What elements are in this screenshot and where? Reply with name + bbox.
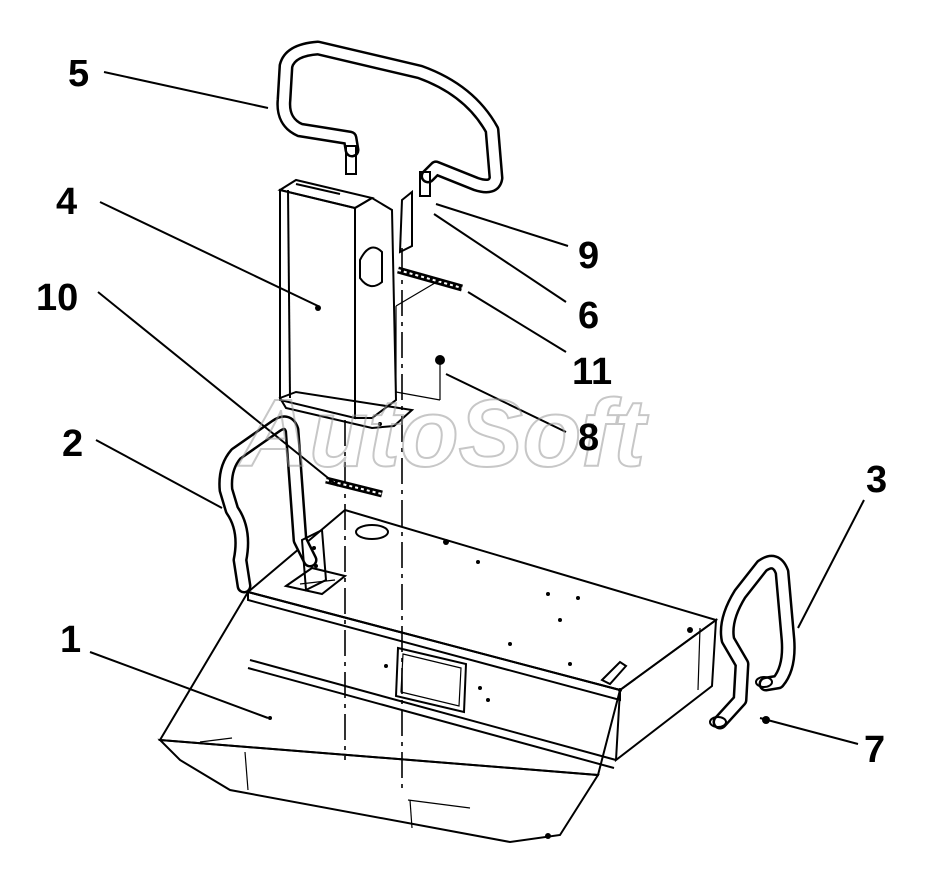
callout-2: 2 bbox=[62, 423, 83, 465]
callout-3: 3 bbox=[866, 459, 887, 501]
callout-11: 11 bbox=[572, 351, 612, 393]
part-4-backrest-column bbox=[277, 178, 415, 430]
callout-labels: 5 4 10 9 6 11 8 2 3 1 7 bbox=[36, 53, 887, 771]
part-8-plate bbox=[395, 279, 445, 401]
part-3-right-handrail bbox=[709, 554, 796, 730]
part-10-rail bbox=[325, 476, 383, 498]
callout-4: 4 bbox=[56, 181, 77, 223]
part-11-rail bbox=[397, 266, 463, 292]
callout-10: 10 bbox=[36, 277, 78, 319]
leader-lines bbox=[89, 71, 865, 745]
center-axis-line bbox=[344, 248, 403, 790]
callout-7: 7 bbox=[864, 729, 885, 771]
callout-1: 1 bbox=[60, 619, 81, 661]
callout-6: 6 bbox=[578, 295, 599, 337]
callout-5: 5 bbox=[68, 53, 89, 95]
callout-9: 9 bbox=[578, 235, 599, 277]
part-5-handle-frame bbox=[276, 40, 504, 254]
callout-8: 8 bbox=[578, 417, 599, 459]
watermark-text: AutoSoft bbox=[238, 380, 649, 487]
part-2-left-handrail bbox=[218, 415, 328, 594]
